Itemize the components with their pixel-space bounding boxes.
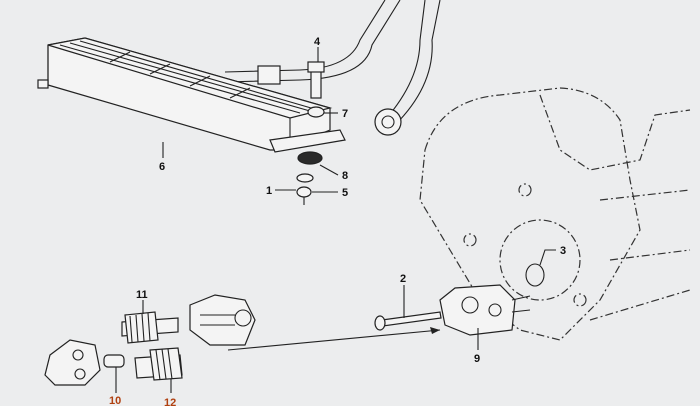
callout-9: 9 <box>474 353 480 365</box>
oil-pump <box>439 284 531 336</box>
callout-11: 11 <box>136 289 148 301</box>
bolt <box>310 69 322 99</box>
gear-12 <box>149 347 183 381</box>
callout-12: 12 <box>164 397 176 406</box>
hose-fitting <box>257 65 281 85</box>
rubber-grommet <box>297 151 323 165</box>
o-ring <box>525 263 545 287</box>
long-bolt <box>374 311 442 331</box>
callout-6: 6 <box>159 161 165 173</box>
callout-10: 10 <box>109 395 121 406</box>
oil-hoses <box>224 0 441 136</box>
callout-1: 1 <box>266 185 272 197</box>
callout-5: 5 <box>342 187 348 199</box>
callout-8: 8 <box>342 170 348 182</box>
callout-2: 2 <box>400 273 406 285</box>
pin-10 <box>103 354 125 368</box>
pump-exploded-parts <box>44 294 441 386</box>
callout-7: 7 <box>342 108 348 120</box>
oil-cooler <box>37 37 333 151</box>
callout-4: 4 <box>314 36 321 48</box>
hose-nut <box>374 108 402 136</box>
mounting-hardware <box>269 61 346 205</box>
callout-3: 3 <box>560 245 566 257</box>
leader-lines <box>115 47 556 393</box>
transmission-housing <box>419 87 691 341</box>
